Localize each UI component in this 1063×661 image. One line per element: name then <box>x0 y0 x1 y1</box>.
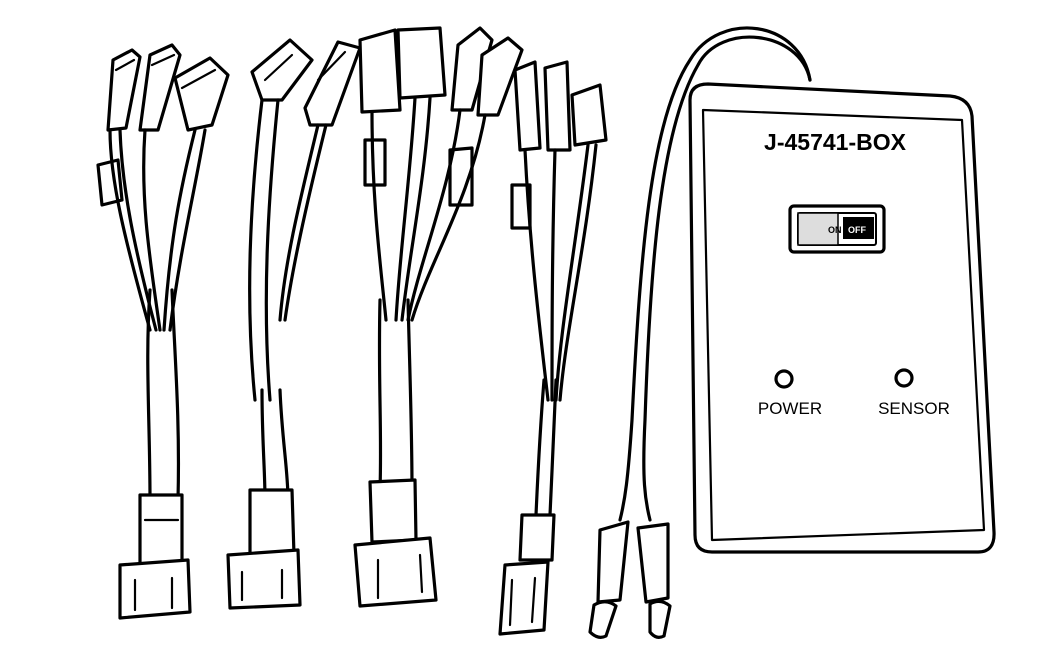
harness-2-wires <box>248 98 328 502</box>
adapter-harness-3 <box>353 26 524 608</box>
harness-1-bottom-connector <box>118 493 192 620</box>
box-model-label: J-45741-BOX <box>764 129 907 155</box>
harness-1-wires <box>108 128 207 502</box>
switch-on-label: ON <box>828 225 842 235</box>
banana-plug-right <box>636 522 670 604</box>
power-led <box>774 369 794 389</box>
harness-3-wires <box>370 96 487 492</box>
harness-3-bottom-connector <box>353 478 438 608</box>
banana-plugs <box>588 520 672 639</box>
harness-4-wires <box>523 143 598 517</box>
harness-2-top-connectors <box>250 38 362 127</box>
banana-plug-left <box>596 520 630 604</box>
box-housing <box>688 82 996 554</box>
switch-off-label: OFF <box>848 225 866 235</box>
power-led-label: POWER <box>758 399 822 418</box>
box-cable <box>618 26 812 522</box>
adapter-harness-2 <box>226 38 362 610</box>
power-switch[interactable]: ON OFF <box>788 204 886 254</box>
sensor-led <box>894 368 914 388</box>
harness-1-top-connectors <box>96 43 230 207</box>
test-box: J-45741-BOX ON OFF POWER SENSOR <box>618 26 996 554</box>
sensor-led-label: SENSOR <box>878 399 950 418</box>
harness-4-top-connectors <box>510 60 608 230</box>
harness-3-top-connectors <box>358 26 524 207</box>
adapter-harness-1 <box>96 43 230 620</box>
adapter-harness-4 <box>498 60 608 636</box>
harness-4-bottom-connector <box>498 513 556 636</box>
harness-2-bottom-connector <box>226 488 302 610</box>
